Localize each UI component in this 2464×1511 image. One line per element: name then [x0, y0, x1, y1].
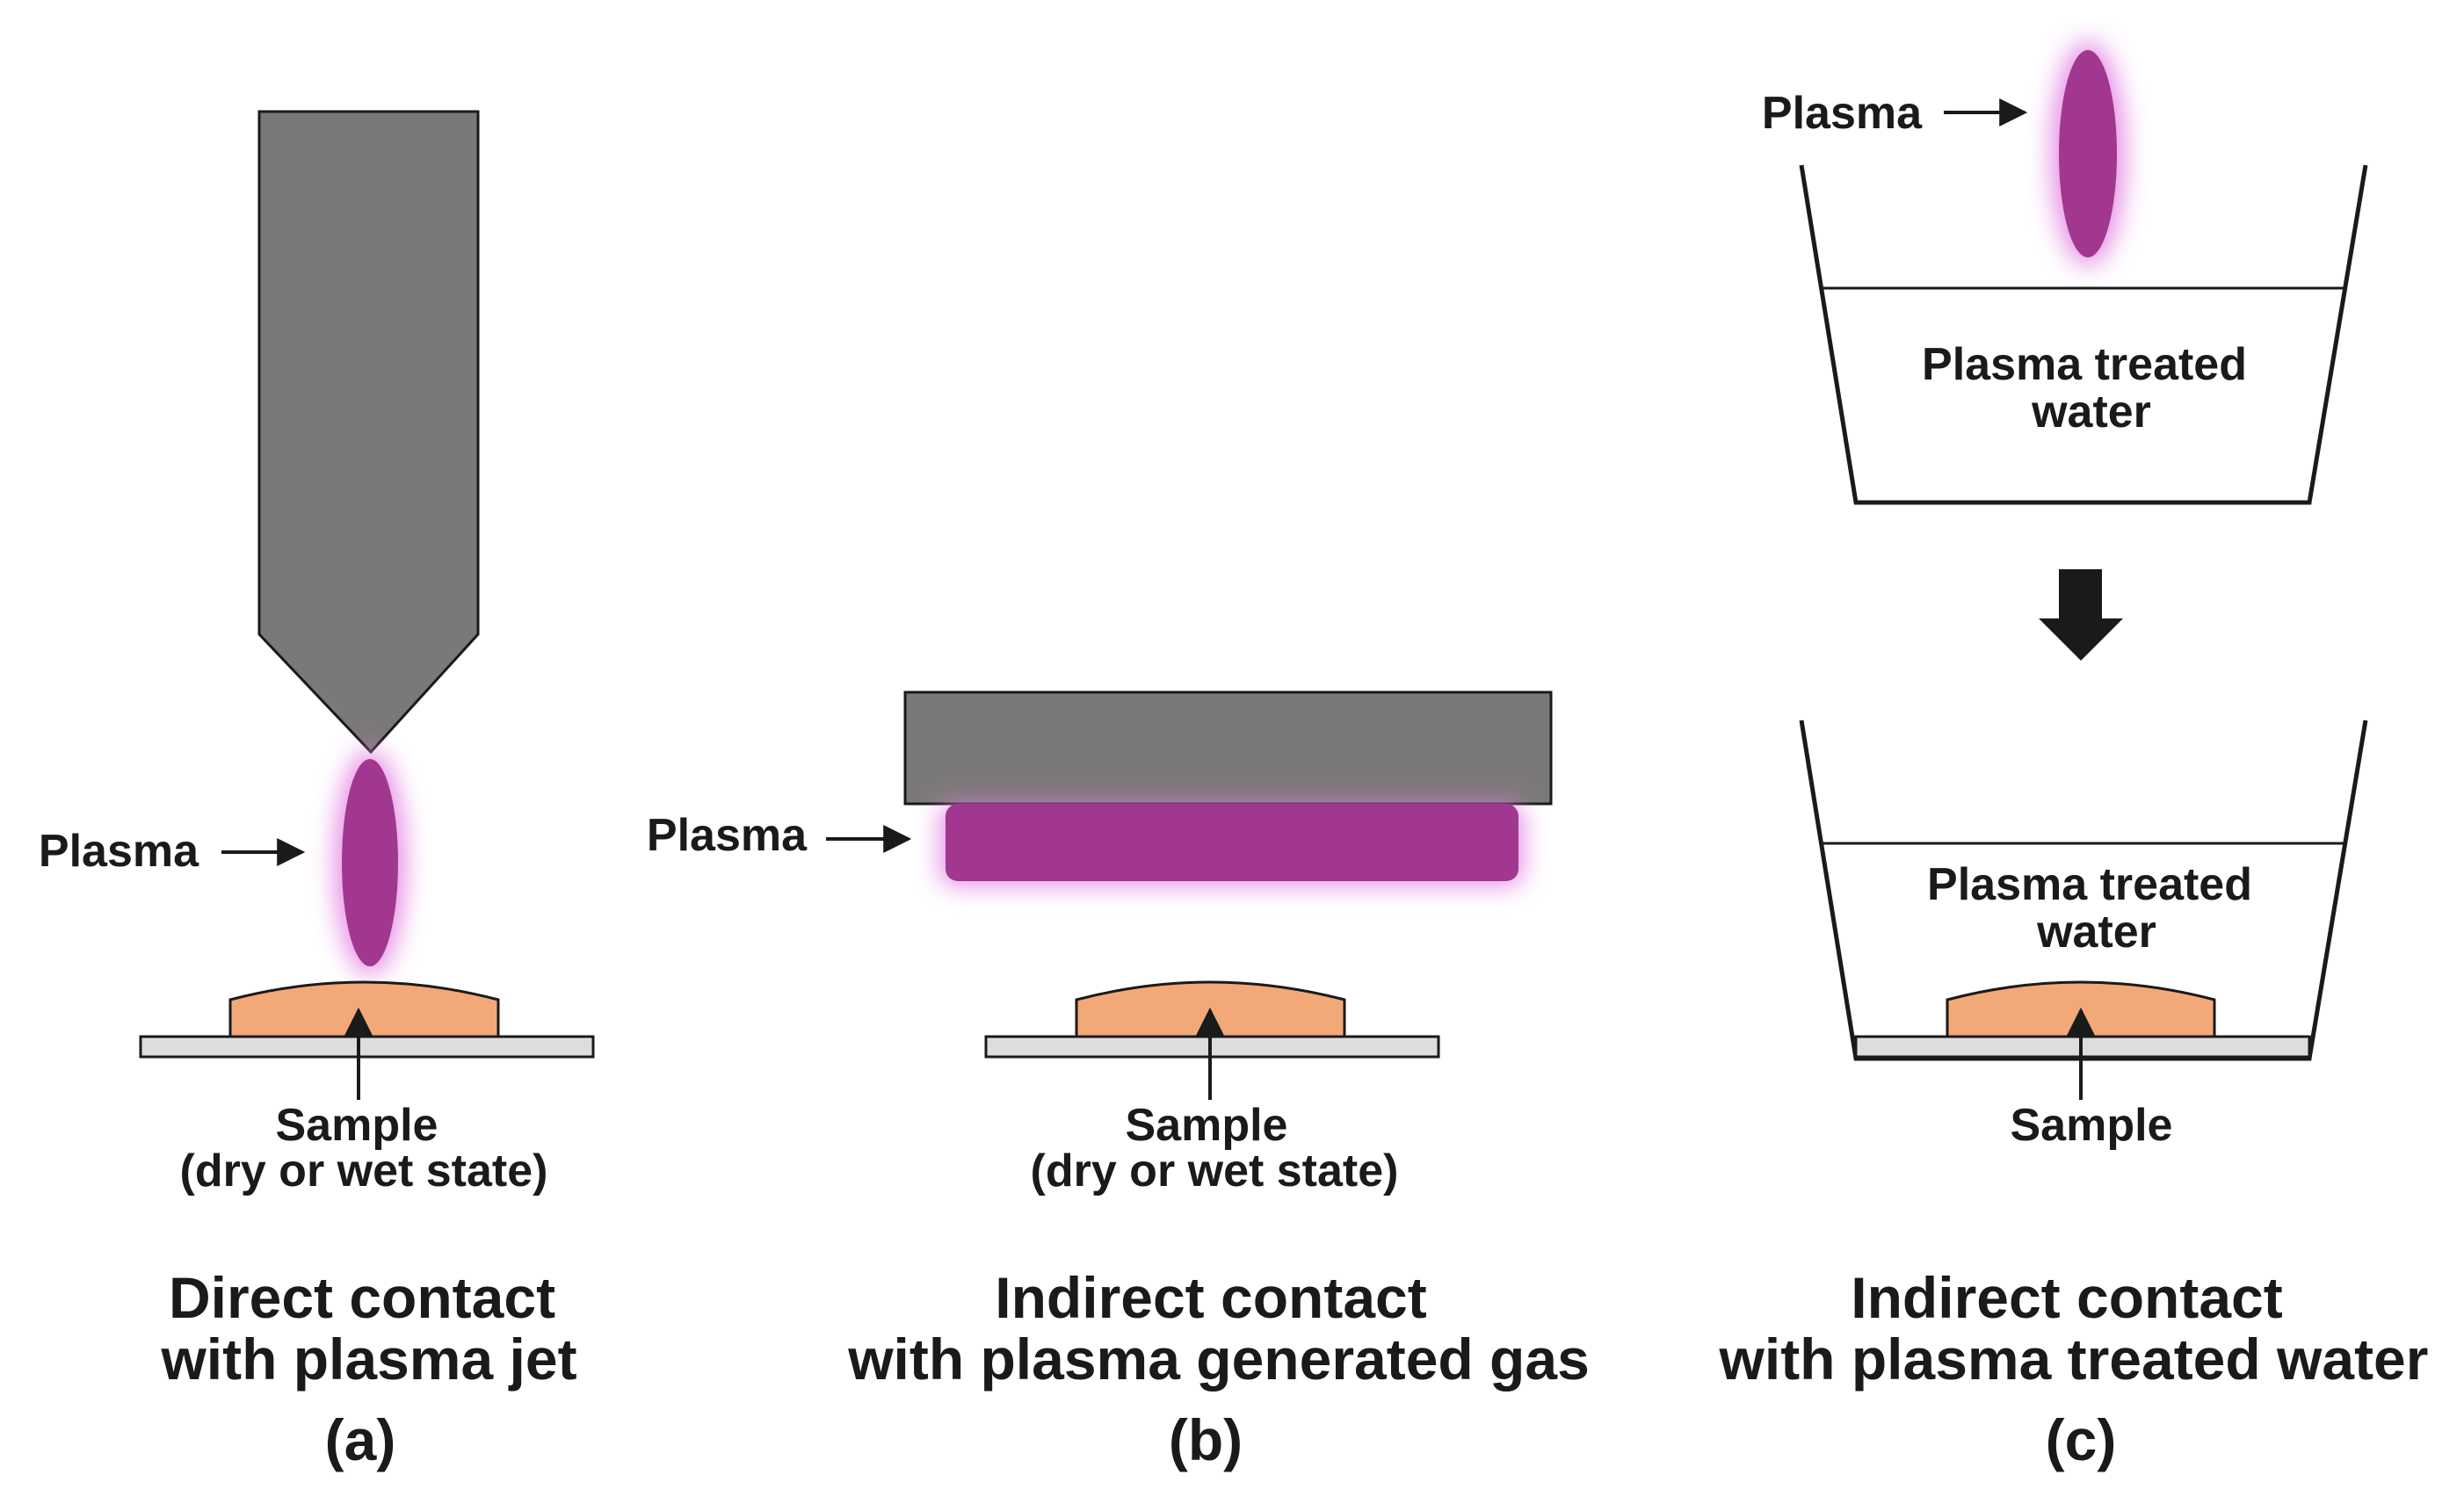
sample-label: Sample — [2011, 1100, 2173, 1151]
caption-line-1: Indirect contact — [995, 1265, 1426, 1330]
panel-id-label: (c) — [2046, 1407, 2117, 1472]
caption-line-2: with plasma treated water — [1719, 1327, 2429, 1392]
panel-id-label: (a) — [325, 1407, 396, 1472]
plasma-label: Plasma — [647, 810, 808, 861]
plasma-gas-layer — [946, 804, 1518, 881]
sample-state-label: (dry or wet state) — [1031, 1146, 1399, 1197]
panel-a: Plasma Sample (dry or wet state) Direct … — [39, 110, 595, 1472]
panel-c: Plasma Plasma treated water Plasma treat… — [1719, 41, 2429, 1472]
sample-dome — [228, 980, 500, 1038]
panel-id-label: (b) — [1169, 1407, 1243, 1472]
caption-line-2: with plasma generated gas — [847, 1327, 1590, 1392]
plasma-discharge — [2059, 50, 2117, 257]
panel-b: Plasma Sample (dry or wet state) Indirec… — [647, 690, 1590, 1472]
plasma-jet-plume — [342, 759, 398, 966]
sample-stage — [984, 1035, 1440, 1059]
bottom-water-label-line-2: water — [2036, 907, 2156, 958]
sample-state-label: (dry or wet state) — [180, 1146, 548, 1197]
plasma-label: Plasma — [39, 826, 199, 877]
transfer-down-arrow-icon — [2039, 569, 2123, 661]
sample-label: Sample — [276, 1100, 438, 1151]
caption-line-1: Indirect contact — [1851, 1265, 2282, 1330]
sample-label: Sample — [1126, 1100, 1288, 1151]
top-water-label-line-1: Plasma treated — [1922, 339, 2247, 390]
plasma-source-plate — [903, 690, 1553, 806]
bottom-water-label-line-1: Plasma treated — [1927, 859, 2252, 910]
top-water-label-line-2: water — [2031, 387, 2151, 437]
sample-stage — [139, 1035, 595, 1059]
plasma-label: Plasma — [1762, 88, 1923, 139]
caption-line-2: with plasma jet — [160, 1327, 576, 1392]
plasma-jet-nozzle — [257, 110, 480, 755]
caption-line-1: Direct contact — [169, 1265, 555, 1330]
top-beaker — [1799, 164, 2368, 505]
